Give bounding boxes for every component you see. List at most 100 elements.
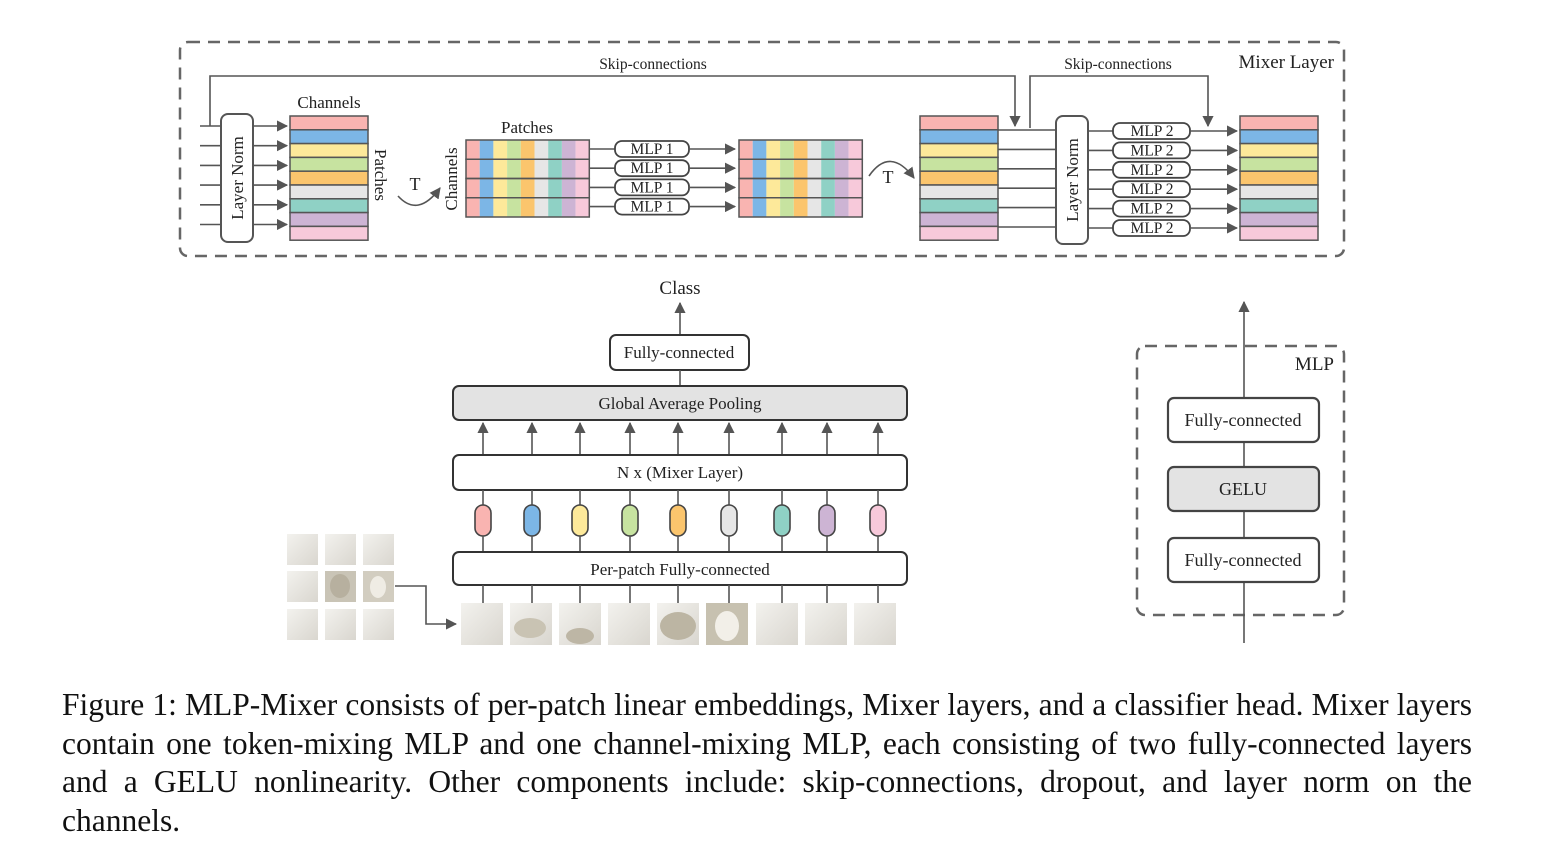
patches-top-label: Patches: [501, 118, 553, 137]
mixer-layer-title: Mixer Layer: [1239, 52, 1335, 73]
table2-row-outline: [465, 197, 591, 218]
table4-to-norm-lines: [998, 129, 1056, 228]
table4-row: [919, 211, 999, 228]
table5-row: [1239, 156, 1319, 172]
table1-row: [289, 115, 369, 131]
table5-row: [1239, 142, 1319, 159]
table1-row: [289, 156, 369, 172]
mlp-mixer-diagram: Mixer Layer Skip-connections Skip-connec…: [178, 40, 1346, 645]
image-patch: [805, 603, 847, 645]
layer-norm-2-label: Layer Norm: [1063, 138, 1082, 222]
output-table: [1239, 115, 1319, 241]
transpose-1-label: T: [410, 174, 421, 194]
re-transposed-table: [919, 115, 999, 241]
patch-detail: [566, 628, 594, 644]
patch-channel-table: [289, 115, 369, 241]
table4-row: [919, 129, 999, 145]
image-patch: [854, 603, 896, 645]
patch-sequence-arrow: [395, 585, 458, 630]
token-pill: [474, 504, 492, 537]
token-pill: [523, 504, 541, 537]
mlp-gelu-box: [1166, 465, 1321, 513]
table1-row: [289, 225, 369, 241]
table1-row: [289, 142, 369, 159]
table4-row: [919, 170, 999, 186]
skip-connection-2-line: [1029, 75, 1214, 128]
image-patch: [461, 603, 503, 645]
transpose-2-arrow: [868, 160, 915, 179]
mlp2-label: MLP 2: [1131, 123, 1174, 140]
transpose-2-label: T: [883, 167, 894, 187]
token-pill: [773, 504, 791, 537]
mlp1-label: MLP 1: [631, 160, 674, 177]
per-patch-fc-label: Per-patch Fully-connected: [590, 560, 770, 579]
mlp2-label: MLP 2: [1131, 181, 1174, 198]
table5-row: [1239, 129, 1319, 145]
token-embeddings: [474, 490, 887, 552]
token-pill: [669, 504, 687, 537]
table4-row: [919, 184, 999, 200]
table3-row-outline: [738, 197, 864, 218]
token-pill: [818, 504, 836, 537]
mlp2-label: MLP 2: [1131, 162, 1174, 179]
layer-norm-2-box: [1055, 115, 1089, 245]
table4-row: [919, 156, 999, 172]
mixer-to-pooling-arrows: [477, 421, 884, 455]
input-lines: [200, 125, 221, 226]
input-image-grid: [287, 534, 394, 640]
mlp1-label: MLP 1: [631, 141, 674, 158]
transpose-1-arrow: [397, 187, 441, 206]
token-mixed-table: [738, 139, 864, 218]
global-average-pooling-box: [452, 385, 908, 421]
figure-caption: Figure 1: MLP-Mixer consists of per-patc…: [62, 687, 1472, 838]
mlp-fc-bottom-label: Fully-connected: [1185, 550, 1302, 570]
patch-detail: [660, 612, 696, 640]
mlp-block-frame: [1135, 344, 1346, 617]
mlp2-label: MLP 2: [1131, 220, 1174, 237]
mlp1-label: MLP 1: [631, 179, 674, 196]
patch-sequence: [461, 585, 896, 645]
patches-side-label: Patches: [371, 149, 390, 201]
layer-norm-1-label: Layer Norm: [228, 136, 247, 220]
transposed-table: [465, 139, 591, 218]
table5-row: [1239, 115, 1319, 131]
mlp2-label: MLP 2: [1131, 201, 1174, 218]
token-pill: [720, 504, 738, 537]
mlp-fc-bottom-box: [1166, 536, 1321, 584]
channels-top-label: Channels: [297, 93, 360, 112]
table1-row: [289, 170, 369, 186]
table5-row: [1239, 211, 1319, 228]
mlp-fc-top-box: [1166, 396, 1321, 444]
table4-row: [919, 225, 999, 241]
global-average-pooling-label: Global Average Pooling: [598, 394, 762, 413]
image-patch: [756, 603, 798, 645]
mixer-layer-frame: [178, 40, 1346, 258]
table1-row: [289, 184, 369, 200]
table4-row: [919, 115, 999, 131]
skip-connection-2-label: Skip-connections: [1064, 56, 1172, 73]
token-pill: [621, 504, 639, 537]
token-pill: [571, 504, 589, 537]
skip-connection-1-line: [209, 75, 1021, 128]
table4-row: [919, 142, 999, 159]
layer-norm-1-arrows: [253, 120, 289, 231]
table5-row: [1239, 225, 1319, 241]
table5-row: [1239, 170, 1319, 186]
skip-connection-1-label: Skip-connections: [599, 56, 707, 73]
mlp2-label: MLP 2: [1131, 142, 1174, 159]
channel-mixing-mlp-rows: MLP 2 MLP 2 MLP 2 MLP 2 MLP 2 MLP 2: [1088, 122, 1239, 237]
patch-detail: [715, 611, 739, 641]
table1-row: [289, 129, 369, 145]
table4-row: [919, 198, 999, 214]
layer-norm-1-box: [220, 113, 254, 243]
token-pill: [869, 504, 887, 537]
mixer-stack-label: N x (Mixer Layer): [617, 463, 743, 482]
table5-row: [1239, 184, 1319, 200]
fully-connected-head-label: Fully-connected: [624, 343, 735, 362]
table1-row: [289, 211, 369, 228]
channels-side-label: Channels: [442, 147, 461, 210]
per-patch-fc-box: [452, 551, 908, 586]
mlp-gelu-label: GELU: [1219, 479, 1267, 499]
mixer-stack-box: [452, 454, 908, 491]
